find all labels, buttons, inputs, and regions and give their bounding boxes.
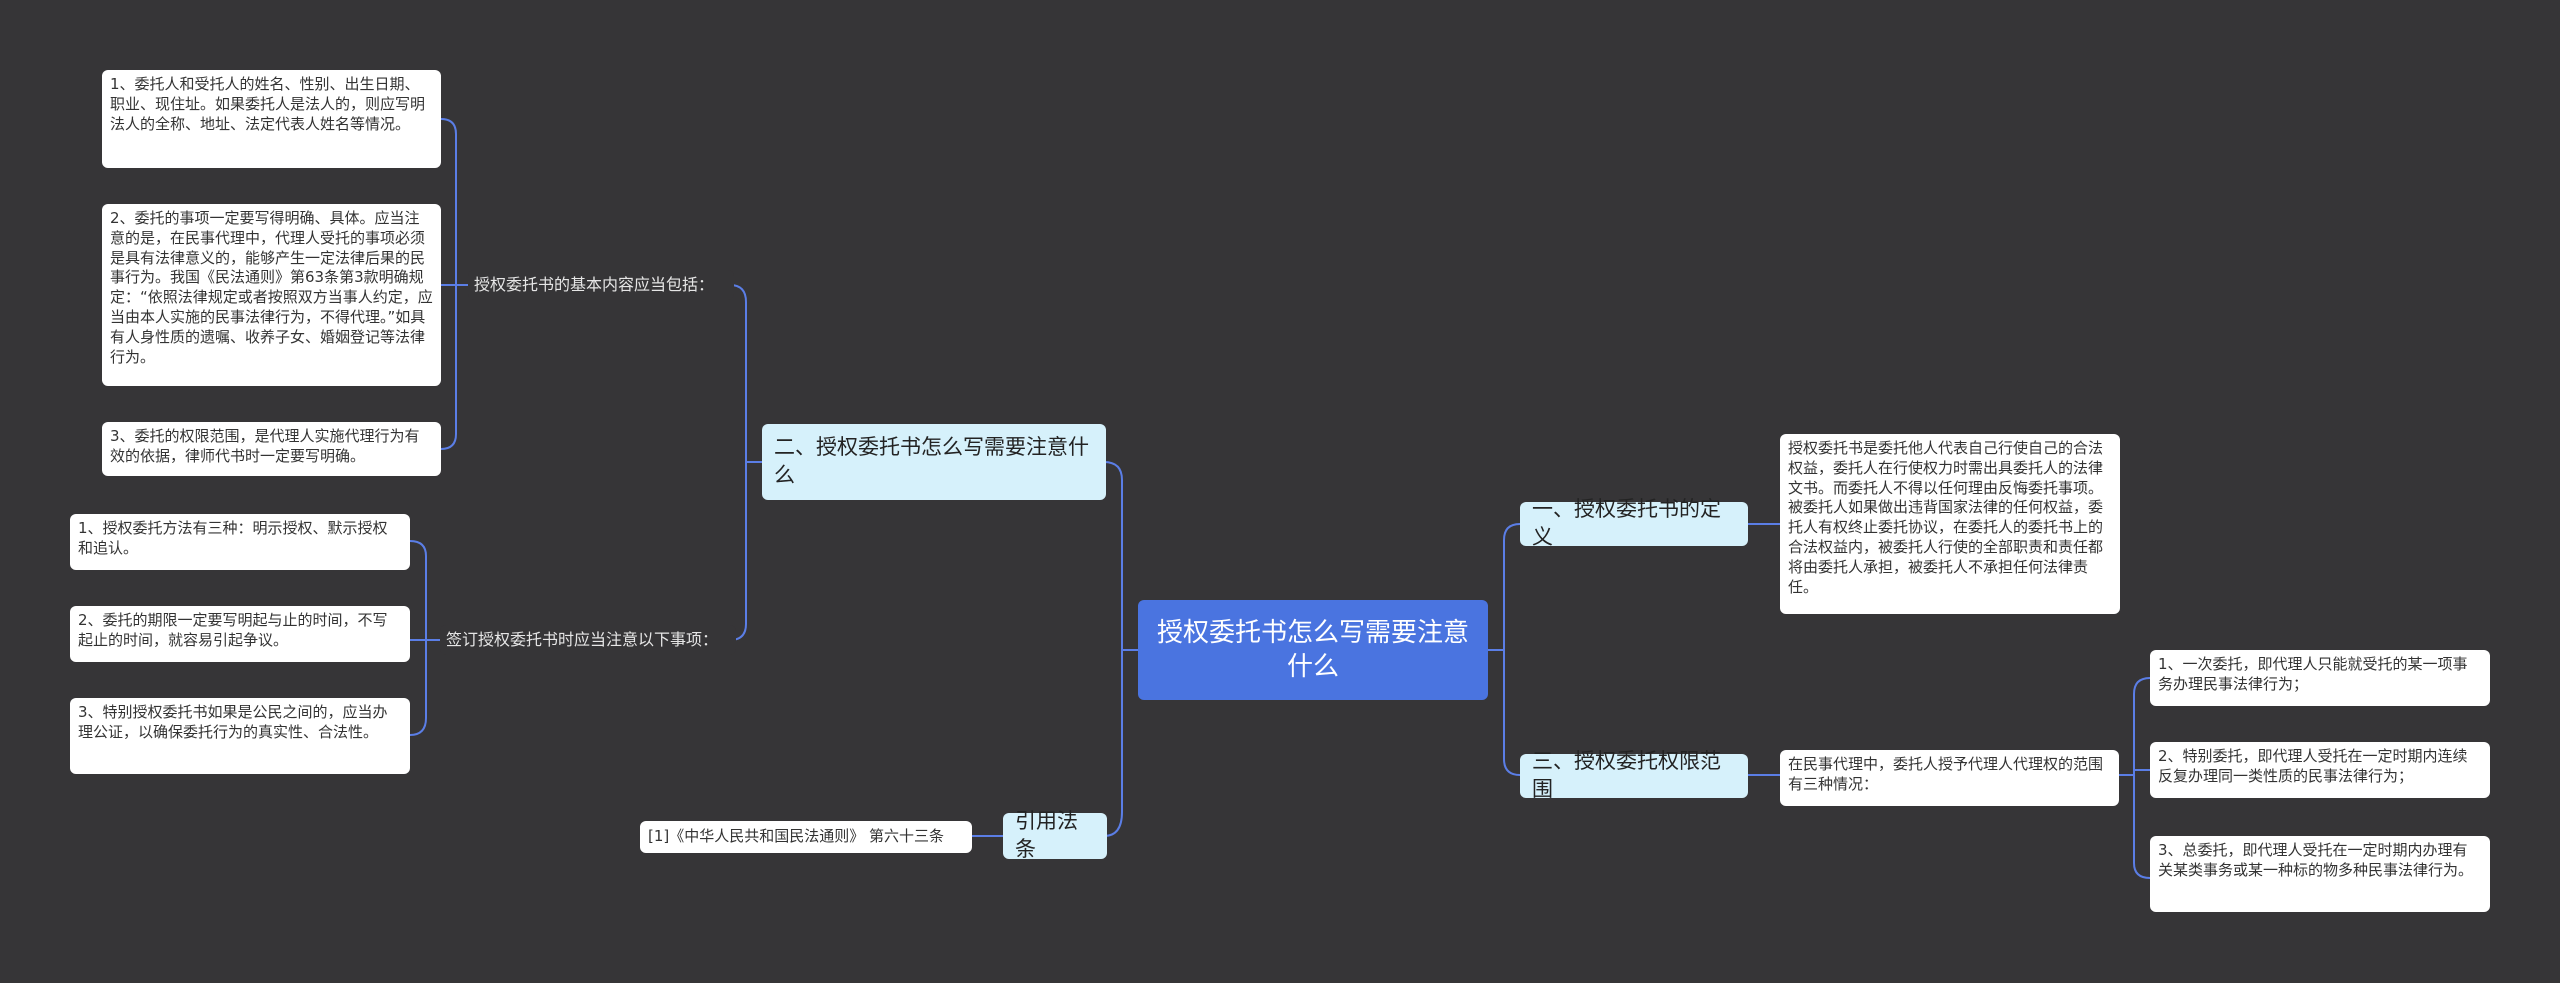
branch-definition[interactable]: 一、授权委托书的定义	[1520, 497, 1748, 549]
branch-scope[interactable]: 三、授权委托权限范围	[1520, 749, 1748, 801]
leaf-scope-intro[interactable]: 在民事代理中，委托人授予代理人代理权的范围有三种情况：	[1780, 750, 2119, 806]
leaf-basic-3[interactable]: 3、委托的权限范围，是代理人实施代理行为有效的依据，律师代书时一定要写明确。	[102, 422, 441, 476]
leaf-scope-1[interactable]: 1、一次委托，即代理人只能就受托的某一项事务办理民事法律行为；	[2150, 650, 2490, 706]
edge-b3sub-leaves	[2119, 677, 2151, 879]
root-topic[interactable]: 授权委托书怎么写需要注意什么	[1138, 600, 1488, 700]
edge-sub1-leaves	[440, 118, 468, 450]
leaf-basic-1[interactable]: 1、委托人和受托人的姓名、性别、出生日期、职业、现住址。如果委托人是法人的，则应…	[102, 70, 441, 168]
branch-references[interactable]: 引用法条	[1003, 809, 1107, 861]
leaf-signing-2[interactable]: 2、委托的期限一定要写明起与止的时间，不写起止的时间，就容易引起争议。	[70, 606, 410, 662]
branch-notes[interactable]: 二、授权委托书怎么写需要注意什么	[762, 424, 1106, 500]
sublabel-basic-content[interactable]: 授权委托书的基本内容应当包括：	[468, 270, 734, 300]
sublabel-signing-notes[interactable]: 签订授权委托书时应当注意以下事项：	[440, 625, 736, 655]
edge-root-right	[1488, 523, 1521, 776]
edge-sub2-leaves	[409, 540, 440, 736]
leaf-reference-1[interactable]: [1]《中华人民共和国民法通则》 第六十三条	[640, 821, 972, 853]
leaf-scope-3[interactable]: 3、总委托，即代理人受托在一定时期内办理有关某类事务或某一种标的物多种民事法律行…	[2150, 836, 2490, 912]
leaf-signing-3[interactable]: 3、特别授权委托书如果是公民之间的，应当办理公证，以确保委托行为的真实性、合法性…	[70, 698, 410, 774]
leaf-signing-1[interactable]: 1、授权委托方法有三种：明示授权、默示授权和追认。	[70, 514, 410, 570]
edge-b2-subs	[729, 284, 762, 641]
leaf-definition[interactable]: 授权委托书是委托他人代表自己行使自己的合法权益，委托人在行使权力时需出具委托人的…	[1780, 434, 2120, 614]
edge-root-left	[1103, 461, 1138, 837]
leaf-basic-2[interactable]: 2、委托的事项一定要写得明确、具体。应当注意的是，在民事代理中，代理人受托的事项…	[102, 204, 441, 386]
leaf-scope-2[interactable]: 2、特别委托，即代理人受托在一定时期内连续反复办理同一类性质的民事法律行为；	[2150, 742, 2490, 798]
